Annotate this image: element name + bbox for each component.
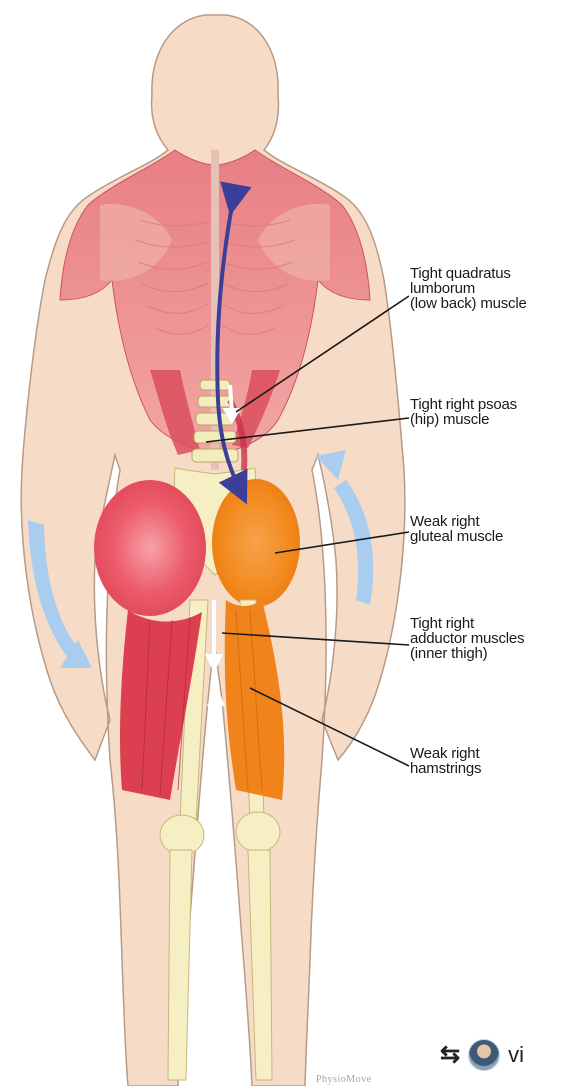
label-psoas: Tight right psoas (hip) muscle	[410, 397, 517, 427]
label-adductor-line-1: Tight right	[410, 616, 524, 631]
label-quadratus-line-2: lumborum	[410, 281, 527, 296]
watermark: PhysioMove	[316, 1074, 372, 1085]
avatar[interactable]	[468, 1039, 500, 1071]
username[interactable]: vi	[508, 1043, 524, 1067]
label-hamstrings-line-2: hamstrings	[410, 761, 481, 776]
label-gluteal-line-2: gluteal muscle	[410, 529, 503, 544]
label-psoas-line-2: (hip) muscle	[410, 412, 517, 427]
label-quadratus-lumborum: Tight quadratus lumborum (low back) musc…	[410, 266, 527, 311]
label-hamstrings-line-1: Weak right	[410, 746, 481, 761]
label-quadratus-line-1: Tight quadratus	[410, 266, 527, 281]
label-hamstrings: Weak right hamstrings	[410, 746, 481, 776]
repost-icon[interactable]: ⇆	[440, 1043, 460, 1067]
left-gluteal-muscle	[94, 480, 206, 616]
label-adductor-line-3: (inner thigh)	[410, 646, 524, 661]
repost-attribution[interactable]: ⇆ vi	[440, 1038, 524, 1072]
label-gluteal-line-1: Weak right	[410, 514, 503, 529]
label-adductor: Tight right adductor muscles (inner thig…	[410, 616, 524, 661]
label-gluteal: Weak right gluteal muscle	[410, 514, 503, 544]
right-gluteal-muscle	[212, 479, 300, 607]
label-quadratus-line-3: (low back) muscle	[410, 296, 527, 311]
label-psoas-line-1: Tight right psoas	[410, 397, 517, 412]
label-adductor-line-2: adductor muscles	[410, 631, 524, 646]
